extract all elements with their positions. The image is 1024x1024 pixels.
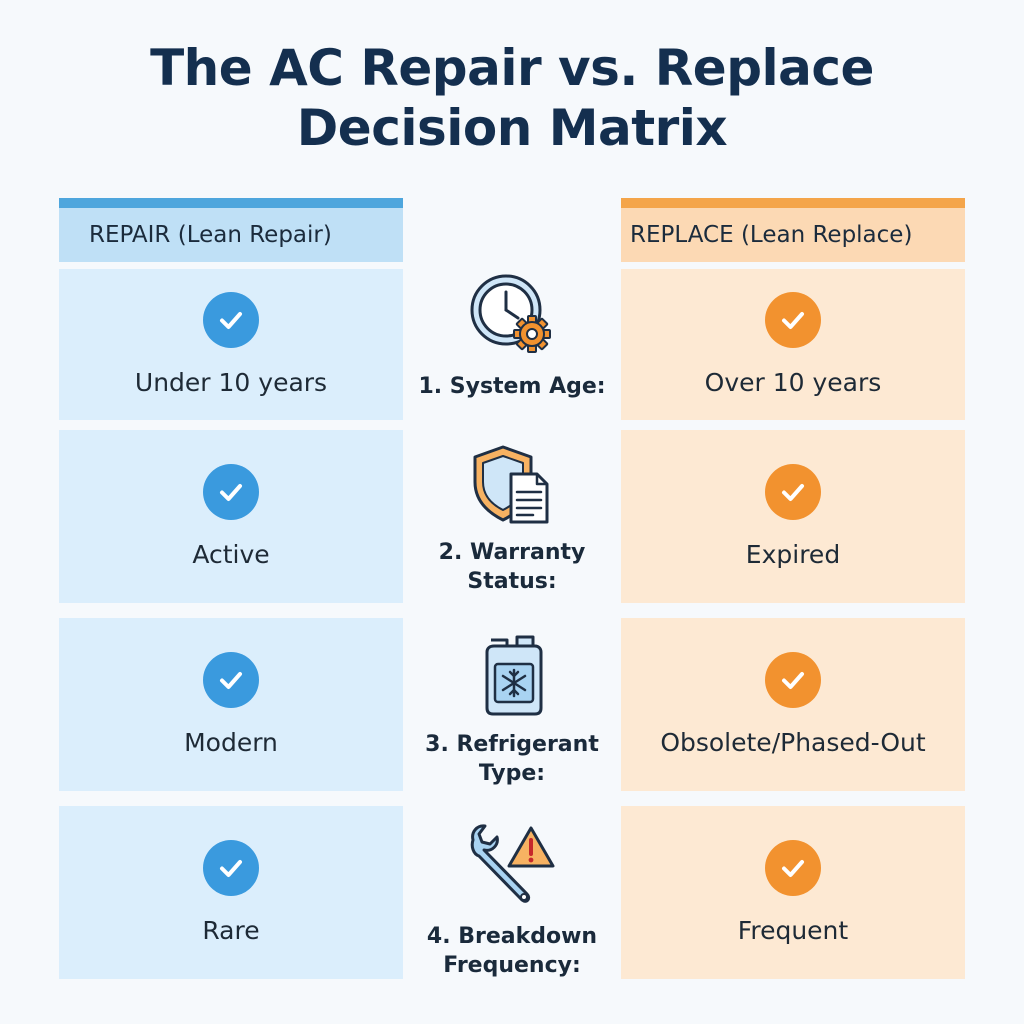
title-line-1: The AC Repair vs. Replace (150, 39, 874, 97)
criterion-label: 3. Refrigerant Type: (425, 730, 599, 788)
replace-cell-system-age: Over 10 years (621, 269, 965, 420)
replace-value: Frequent (737, 916, 849, 945)
criterion-label: 1. System Age: (418, 374, 606, 399)
repair-value: Active (192, 540, 270, 569)
clock-gear-icon (470, 274, 551, 353)
replace-value: Over 10 years (704, 368, 882, 397)
check-icon (203, 840, 259, 896)
repair-value: Rare (202, 916, 260, 945)
replace-column-header: REPLACE (Lean Replace) (621, 198, 965, 262)
replace-cell-warranty-status: Expired (621, 430, 965, 603)
repair-cell-system-age: Under 10 years (59, 269, 403, 420)
replace-value: Expired (745, 540, 841, 569)
check-icon (203, 464, 259, 520)
criterion-breakdown-frequency: 4. Breakdown Frequency: (408, 822, 616, 980)
criterion-label: 2. Warranty Status: (439, 538, 586, 596)
repair-value: Under 10 years (134, 368, 328, 397)
criterion-label-line-1: 2. Warranty (438, 540, 586, 565)
criterion-label-line-1: 4. Breakdown (426, 924, 598, 949)
repair-value: Modern (184, 728, 278, 757)
title-line-2: Decision Matrix (296, 99, 728, 157)
criterion-label-line-2: Type: (478, 761, 546, 786)
criterion-warranty-status: 2. Warranty Status: (408, 444, 616, 596)
repair-cell-refrigerant-type: Modern (59, 618, 403, 791)
repair-column-header: REPAIR (Lean Repair) (59, 198, 403, 262)
criterion-label-line-1: 3. Refrigerant (425, 732, 599, 757)
shield-document-icon (473, 445, 549, 524)
criterion-label: 4. Breakdown Frequency: (427, 922, 597, 980)
replace-cell-refrigerant-type: Obsolete/Phased-Out (621, 618, 965, 791)
check-icon (765, 292, 821, 348)
repair-cell-warranty-status: Active (59, 430, 403, 603)
check-icon (203, 652, 259, 708)
criterion-label-line-2: Frequency: (443, 953, 581, 978)
replace-cell-breakdown-frequency: Frequent (621, 806, 965, 979)
criterion-system-age: 1. System Age: (408, 272, 616, 401)
check-icon (765, 464, 821, 520)
check-icon (765, 840, 821, 896)
repair-cell-breakdown-frequency: Rare (59, 806, 403, 979)
replace-value: Obsolete/Phased-Out (660, 728, 926, 757)
check-icon (203, 292, 259, 348)
refrigerant-jug-snowflake-icon (485, 635, 543, 716)
criterion-refrigerant-type: 3. Refrigerant Type: (408, 634, 616, 788)
criterion-label-line-2: Status: (467, 569, 557, 594)
wrench-warning-icon (470, 824, 555, 903)
check-icon (765, 652, 821, 708)
page-title: The AC Repair vs. Replace Decision Matri… (0, 38, 1024, 158)
